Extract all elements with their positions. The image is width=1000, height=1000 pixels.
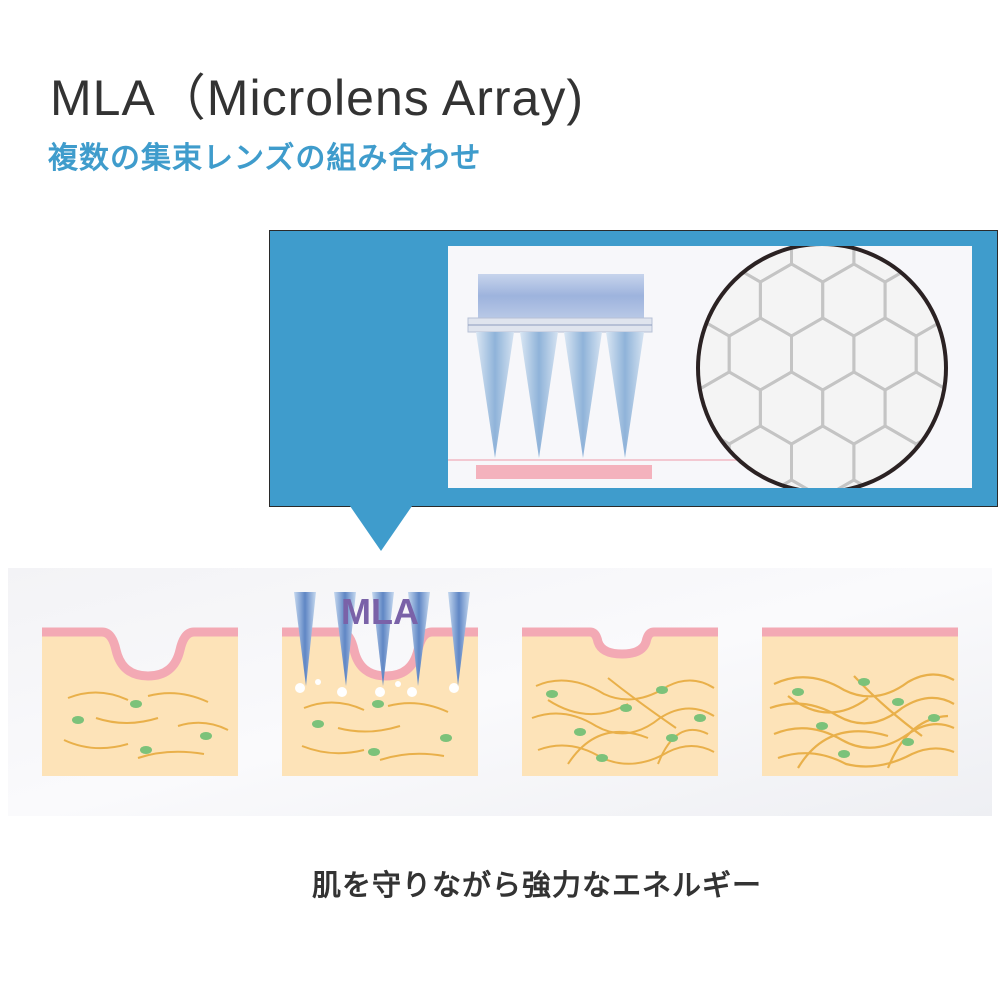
focus-cone-1 — [476, 332, 514, 458]
hexagon-cell — [945, 262, 946, 338]
focus-cone-2 — [520, 332, 558, 458]
hexagon-cell — [758, 478, 825, 492]
hexagon-cell — [698, 478, 700, 492]
hexagon-cell — [883, 478, 946, 492]
page-subtitle: 複数の集束レンズの組み合わせ — [48, 141, 482, 176]
skin-stages-strip: MLA — [8, 568, 992, 816]
mla-beam-4 — [408, 592, 430, 686]
mla-beam-1 — [294, 592, 316, 686]
skin-stages-diagram: MLA — [8, 568, 992, 816]
hexagon-cell — [698, 244, 731, 284]
hexagon-cell — [698, 370, 700, 446]
target-skin-bar — [476, 465, 652, 479]
hexagon-cell — [821, 478, 887, 492]
mla-beam-3 — [372, 592, 394, 686]
page-title: MLA（Microlens Array) — [50, 70, 584, 126]
caption: 肌を守りながら強力なエネルギー — [312, 868, 763, 902]
callout-pointer — [350, 506, 412, 551]
mla-beam-5 — [448, 592, 470, 686]
stage-1-indented-skin — [42, 627, 238, 776]
mla-beam-2 — [334, 592, 356, 686]
focus-cone-3 — [564, 332, 602, 458]
hexagon-cell — [914, 244, 946, 284]
lens-inset — [448, 242, 972, 494]
stage-3-healing — [522, 627, 718, 776]
focus-cone-4 — [606, 332, 644, 458]
lens-illustration — [448, 242, 948, 494]
mla-label: MLA — [341, 591, 419, 632]
stage-2-mla-treatment: MLA — [282, 591, 478, 776]
hexagon-cell — [698, 478, 762, 492]
hexagon-cell — [945, 478, 946, 492]
stage-4-restored — [762, 627, 958, 776]
lens-block — [478, 274, 644, 318]
hexagon-cell — [945, 370, 946, 446]
